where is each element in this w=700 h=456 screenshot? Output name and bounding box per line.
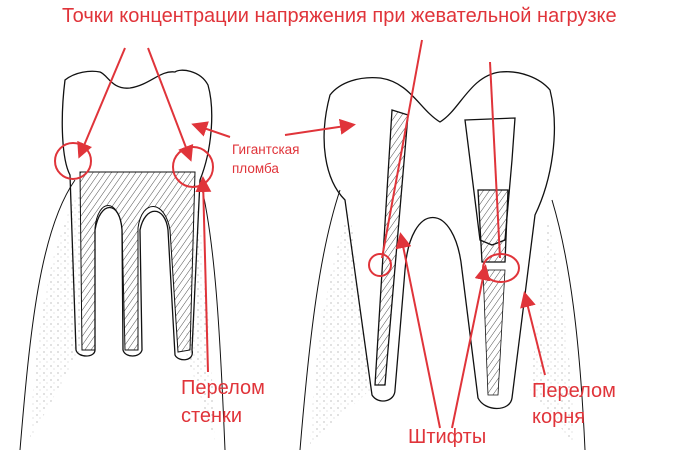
label-line: Перелом: [181, 377, 265, 399]
label-posts: Штифты: [408, 426, 487, 448]
stress-circle-left: [54, 142, 92, 180]
stress-arrow-left: [77, 47, 126, 159]
posts-arrow-2: [451, 264, 491, 429]
stress-circle-right: [172, 146, 214, 188]
annotations: [54, 39, 546, 429]
label-giant-filling: Гигантская пломба: [232, 140, 300, 178]
label-line: Гигантская: [232, 142, 300, 157]
right-tooth: [299, 71, 586, 451]
label-line: Перелом: [532, 380, 616, 402]
stress-line-post2: [489, 61, 501, 259]
label-wall-fracture: Перелом стенки: [181, 374, 265, 430]
label-root-fracture: Перелом корня: [532, 378, 616, 430]
label-line: пломба: [232, 161, 279, 176]
filling-arrow-right: [284, 118, 356, 136]
posts-arrow-1: [395, 232, 441, 429]
stress-line-post1: [381, 39, 423, 259]
filling-arrow-left: [191, 121, 231, 138]
diagram-title: Точки концентрации напряжения при жевате…: [62, 5, 617, 27]
left-tooth: [19, 69, 226, 451]
root-fracture-arrow: [520, 291, 546, 376]
label-line: корня: [532, 406, 586, 428]
stress-circle-post1: [368, 253, 392, 277]
label-line: стенки: [181, 405, 243, 427]
stress-arrow-right: [147, 47, 194, 162]
wall-fracture-arrow: [195, 176, 212, 373]
